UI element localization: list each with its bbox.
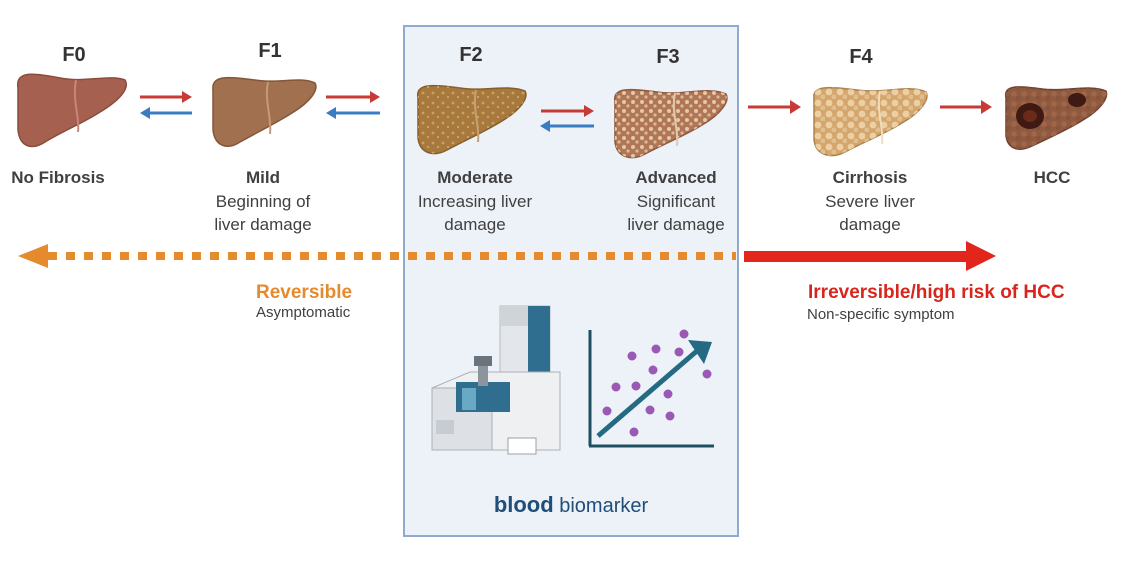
arrow-f3-f4 bbox=[748, 100, 801, 114]
stage-code-f2: F2 bbox=[459, 44, 483, 66]
reversible-subtitle: Asymptomatic bbox=[256, 304, 351, 321]
liver-f4-icon bbox=[813, 86, 928, 157]
stage-desc-f1-line1: Beginning of bbox=[215, 192, 311, 211]
biomarker-bold: blood bbox=[493, 492, 554, 517]
stage-code-f0: F0 bbox=[62, 44, 86, 66]
arrow-pair-f2-f3 bbox=[540, 105, 594, 132]
stage-name-f0: No Fibrosis bbox=[11, 168, 105, 187]
stage-code-f4: F4 bbox=[849, 46, 873, 68]
stage-name-hcc: HCC bbox=[1033, 168, 1071, 187]
stage-name-f2: Moderate bbox=[437, 168, 513, 187]
blood-biomarker-label: blood biomarker bbox=[403, 492, 739, 518]
arrow-pair-f1-f2 bbox=[326, 91, 380, 119]
stage-desc-f2-line1: Increasing liver bbox=[417, 192, 533, 211]
stage-code-f1: F1 bbox=[258, 40, 282, 62]
scatter-plot-icon bbox=[588, 329, 714, 448]
liver-f3-icon bbox=[614, 88, 728, 159]
arrow-pair-f0-f1 bbox=[140, 91, 192, 119]
reversible-arrow bbox=[18, 244, 736, 268]
liver-hcc-icon bbox=[1005, 86, 1108, 150]
mass-spectrometer-icon bbox=[431, 305, 561, 455]
stage-desc-f4-line2: damage bbox=[839, 215, 901, 234]
liver-f2-icon bbox=[417, 84, 527, 155]
liver-f0-icon bbox=[17, 73, 127, 148]
stage-desc-f1-line2: liver damage bbox=[214, 215, 312, 234]
reversible-title: Reversible bbox=[256, 282, 353, 303]
stage-name-f1: Mild bbox=[246, 168, 280, 187]
stage-name-f4: Cirrhosis bbox=[832, 168, 908, 187]
irreversible-arrow bbox=[744, 241, 996, 271]
stage-name-f3: Advanced bbox=[635, 168, 717, 187]
stage-desc-f3-line1: Significant bbox=[636, 192, 716, 211]
stage-desc-f3-line2: liver damage bbox=[627, 215, 725, 234]
irreversible-title: Irreversible/high risk of HCC bbox=[808, 282, 1065, 303]
stage-desc-f2-line2: damage bbox=[444, 215, 506, 234]
stage-desc-f4-line1: Severe liver bbox=[825, 192, 915, 211]
arrow-f4-hcc bbox=[940, 100, 992, 114]
stage-code-f3: F3 bbox=[656, 46, 680, 68]
biomarker-rest: biomarker bbox=[553, 495, 649, 517]
irreversible-subtitle: Non-specific symptom bbox=[807, 306, 955, 323]
liver-f1-icon bbox=[212, 76, 317, 147]
